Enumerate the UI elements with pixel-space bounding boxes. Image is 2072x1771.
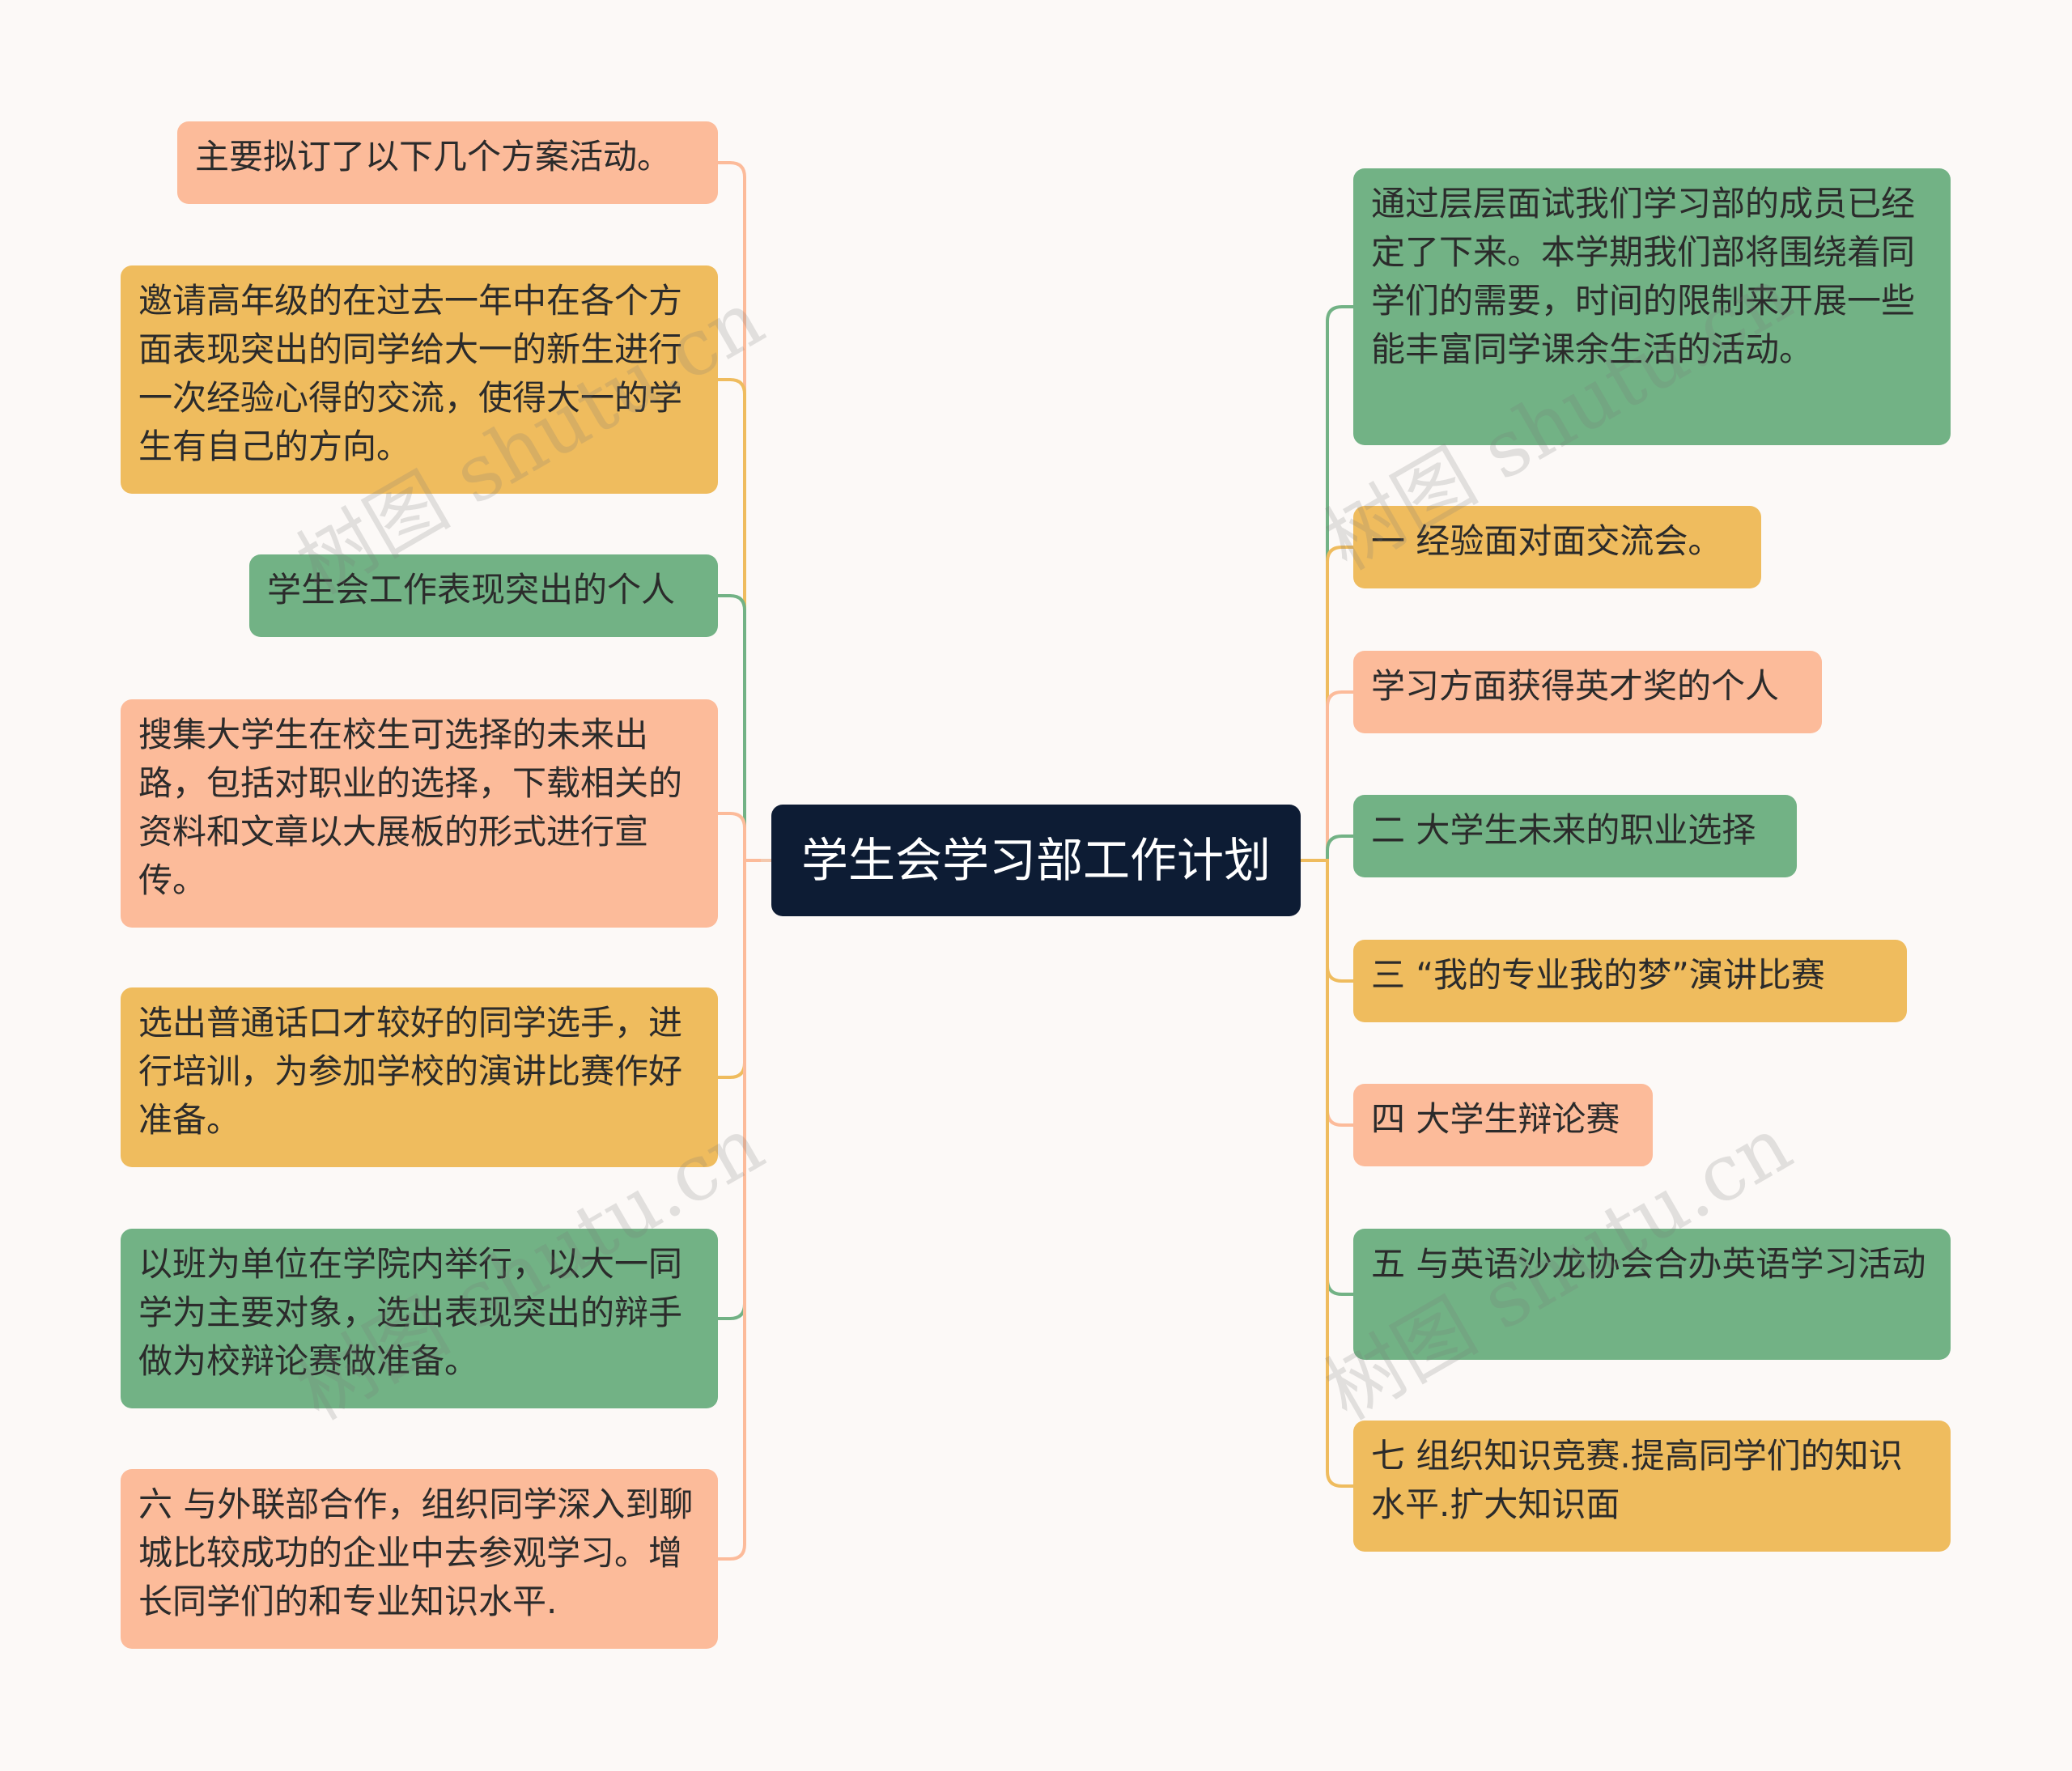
connector-right-8 [1311,859,1353,1488]
connector-left-7 [718,859,761,1561]
left-node-3[interactable]: 学生会工作表现突出的个人 [249,554,718,637]
connector-right-1 [1311,305,1353,862]
right-node-6[interactable]: 四 大学生辩论赛 [1353,1084,1653,1166]
right-node-7[interactable]: 五 与英语沙龙协会合办英语学习活动 [1353,1229,1951,1360]
connector-right-4 [1311,835,1353,862]
connector-left-3 [718,594,761,862]
connector-left-1 [718,161,761,862]
right-node-2[interactable]: 一 经验面对面交流会。 [1353,506,1761,588]
left-node-4[interactable]: 搜集大学生在校生可选择的未来出路，包括对职业的选择，下载相关的资料和文章以大展板… [121,699,718,928]
left-node-1[interactable]: 主要拟订了以下几个方案活动。 [177,121,718,204]
connector-right-6 [1311,859,1353,1127]
connector-left-5 [718,859,761,1079]
right-node-1[interactable]: 通过层层面试我们学习部的成员已经定了下来。本学期我们部将围绕着同学们的需要，时间… [1353,168,1951,445]
connector-right-3 [1311,690,1353,862]
right-node-3[interactable]: 学习方面获得英才奖的个人 [1353,651,1822,733]
connector-right-2 [1311,546,1353,862]
right-node-5[interactable]: 三 “我的专业我的梦”演讲比赛 [1353,940,1907,1022]
left-node-2[interactable]: 邀请高年级的在过去一年中在各个方面表现突出的同学给大一的新生进行一次经验心得的交… [121,265,718,494]
right-node-8[interactable]: 七 组织知识竞赛.提高同学们的知识水平.扩大知识面 [1353,1421,1951,1552]
connector-right-7 [1311,859,1353,1296]
left-node-7[interactable]: 六 与外联部合作，组织同学深入到聊城比较成功的企业中去参观学习。增长同学们的和专… [121,1469,718,1649]
connector-left-2 [718,378,761,862]
central-topic[interactable]: 学生会学习部工作计划 [771,805,1301,916]
left-node-6[interactable]: 以班为单位在学院内举行，以大一同学为主要对象，选出表现突出的辩手做为校辩论赛做准… [121,1229,718,1408]
left-node-5[interactable]: 选出普通话口才较好的同学选手，进行培训，为参加学校的演讲比赛作好准备。 [121,987,718,1167]
connector-left-4 [718,812,761,862]
right-node-4[interactable]: 二 大学生未来的职业选择 [1353,795,1797,877]
connector-left-6 [718,859,761,1320]
connector-right-5 [1311,859,1353,983]
